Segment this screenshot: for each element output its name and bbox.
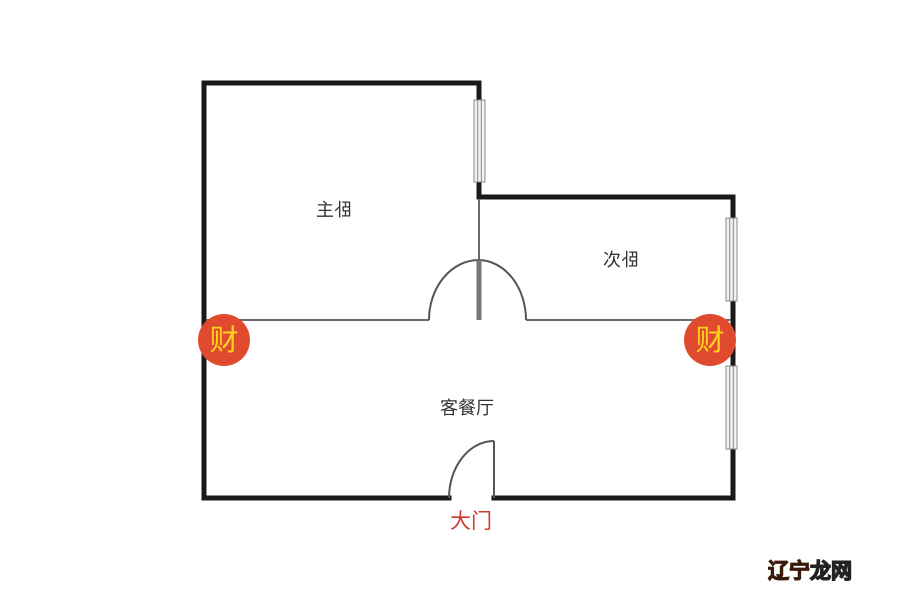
- entrance-label: 大门: [450, 509, 492, 533]
- bedroom-double-door[interactable]: [428, 259, 527, 321]
- partition-walls: [206, 199, 731, 321]
- second-bedroom-label-part-a: 次: [603, 250, 621, 271]
- second-bedroom-label: 次卧: [603, 250, 639, 271]
- master-bedroom-label: 主卧: [316, 200, 352, 221]
- wealth-marker-right-text: 财: [695, 322, 725, 357]
- window-second-bedroom: [725, 217, 738, 302]
- second-bedroom-label-part-b: 卧: [621, 250, 639, 271]
- wealth-marker-left-text: 财: [209, 322, 239, 357]
- master-bedroom-label-part-b: 卧: [334, 200, 352, 221]
- window-master-bedroom: [473, 99, 486, 183]
- watermark-part-a: 辽宁: [768, 559, 811, 584]
- window-living-room: [725, 365, 738, 450]
- watermark-logo: 辽宁龙网: [768, 555, 853, 585]
- watermark-part-b: 龙网: [809, 558, 852, 583]
- outer-walls: [201, 80, 736, 501]
- wealth-marker-left: 财: [198, 314, 250, 366]
- wealth-marker-right: 财: [684, 314, 736, 366]
- living-dining-label: 客餐厅: [440, 398, 494, 419]
- master-bedroom-label-part-a: 主: [316, 200, 334, 221]
- entrance-door[interactable]: [448, 440, 495, 499]
